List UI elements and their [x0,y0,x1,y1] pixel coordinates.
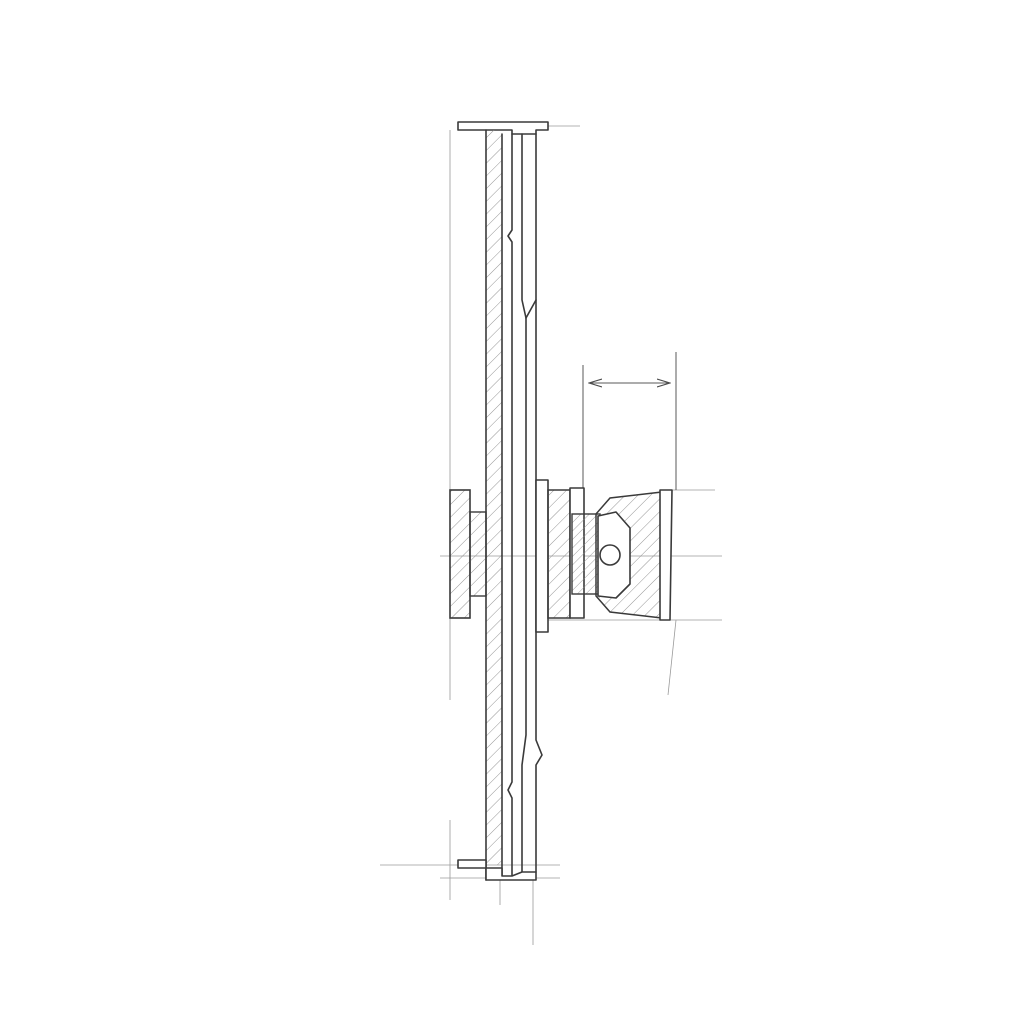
mount-collar [547,489,571,619]
web-section-hatch [486,130,502,865]
channel-inner-edge [507,133,513,877]
clamp-spacer [469,511,487,597]
dimension-indicator [582,352,677,492]
mount-assembly [535,479,673,633]
clamp-plate [449,489,471,619]
left-clamp-block [449,489,487,619]
construction-line [667,619,677,696]
main-profile [457,121,549,881]
channel-mid-edge [521,133,527,873]
bottom-flange [457,859,537,881]
mount-face-plate [659,489,673,621]
mount-base-plate [535,479,549,633]
channel-outer-edge-top [525,133,537,319]
top-flange [457,121,549,135]
pivot-pin-hole [599,544,621,566]
